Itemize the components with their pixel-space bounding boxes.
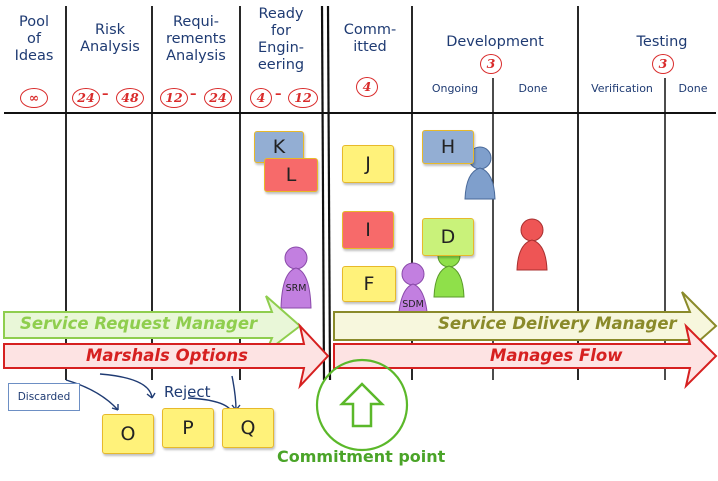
column-header-committed: Comm- itted (343, 22, 397, 55)
wip-limit-development: 3 (480, 54, 502, 74)
marshals-options-arrow (3, 322, 330, 390)
commitment-point-circle (315, 358, 409, 452)
card-o[interactable]: O (102, 414, 154, 454)
commitment-line (320, 5, 326, 381)
wip-limit-req-max: 24 (204, 88, 232, 108)
subcolumn-testing-done: Done (678, 82, 708, 95)
manages-flow-arrow (333, 322, 718, 390)
range-dash: – (102, 87, 109, 102)
column-header-development: Development (446, 34, 544, 50)
marshals-options-label: Marshals Options (86, 346, 248, 365)
service-delivery-manager-label: Service Delivery Manager (438, 314, 677, 333)
column-header-risk: Risk Analysis (80, 22, 140, 55)
wip-limit-risk-max: 48 (116, 88, 144, 108)
subcolumn-verification: Verification (591, 82, 653, 95)
card-q[interactable]: Q (222, 408, 274, 448)
card-j[interactable]: J (342, 145, 394, 183)
card-h[interactable]: H (422, 130, 474, 164)
reject-label: Reject (164, 383, 211, 401)
card-i[interactable]: I (342, 211, 394, 249)
pawn-srm-label: SRM (285, 283, 307, 294)
wip-limit-testing: 3 (652, 54, 674, 74)
reject-arrows (65, 373, 241, 413)
service-request-manager-label: Service Request Manager (20, 314, 258, 333)
wip-limit-pool: ∞ (20, 88, 48, 108)
card-f[interactable]: F (342, 266, 396, 302)
wip-limit-req-min: 12 (160, 88, 188, 108)
card-d[interactable]: D (422, 218, 474, 256)
manages-flow-label: Manages Flow (490, 346, 623, 365)
pawn-red (516, 218, 548, 271)
discarded-box: Discarded (8, 383, 80, 411)
pawn-srm (280, 246, 312, 309)
pawn-sdm-label: SDM (402, 299, 424, 310)
subcolumn-ongoing: Ongoing (431, 82, 479, 95)
wip-limit-ready-max: 12 (288, 88, 318, 108)
commitment-point-label: Commitment point (277, 447, 446, 466)
commitment-line (326, 5, 332, 381)
column-header-requirements: Requi- rements Analysis (165, 14, 227, 64)
wip-limit-ready-min: 4 (250, 88, 272, 108)
wip-limit-committed: 4 (356, 77, 378, 97)
subcolumn-done: Done (518, 82, 548, 95)
wip-limit-risk-min: 24 (72, 88, 100, 108)
range-dash: – (190, 87, 197, 102)
pawn-blue (464, 146, 496, 200)
column-header-testing: Testing (636, 34, 688, 50)
commitment-up-arrow-icon (338, 382, 386, 428)
range-dash: – (275, 87, 282, 102)
column-header-ready: Ready for Engin- eering (257, 6, 305, 73)
card-p[interactable]: P (162, 408, 214, 448)
column-header-pool: Pool of Ideas (14, 14, 54, 64)
card-l[interactable]: L (264, 158, 318, 192)
service-request-manager-arrow (3, 295, 302, 356)
